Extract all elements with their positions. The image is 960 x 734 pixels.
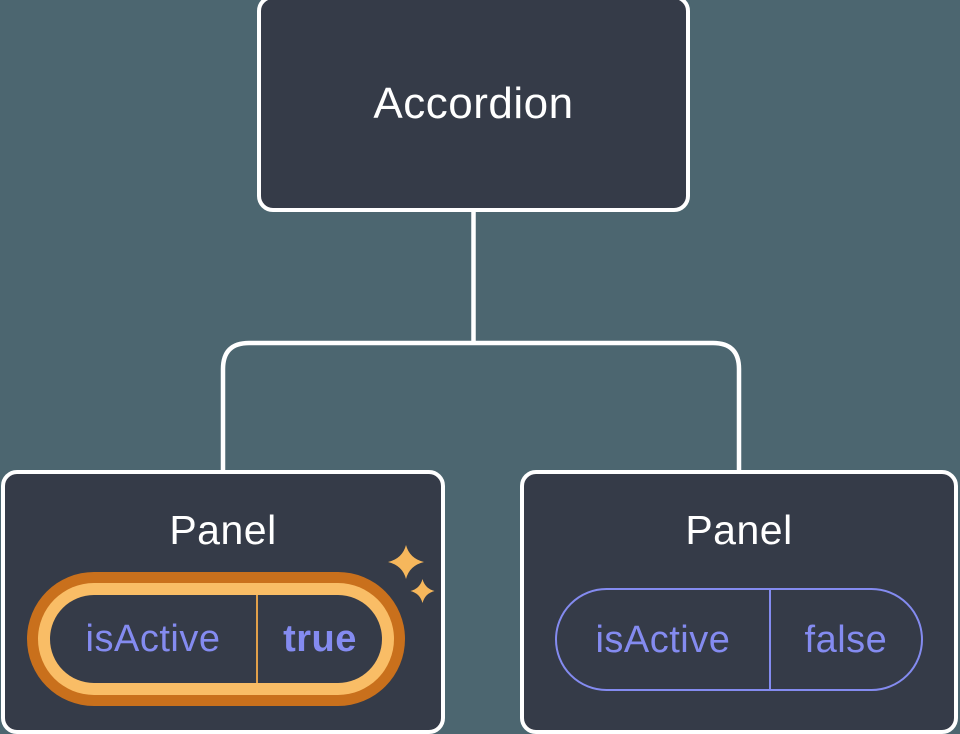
node-panel-active-label: Panel [169,507,277,553]
prop-name: isActive [595,618,731,661]
prop-pill-active-inner-ring: isActive true [38,583,394,695]
prop-pill-inactive: isActive false [555,588,923,691]
sparkle-small-icon [410,579,435,603]
prop-pill-divider [768,590,771,689]
prop-pill-active: isActive true [27,572,405,706]
prop-pill-inactive-core: isActive false [557,590,921,689]
sparkle-large-icon [388,545,424,579]
prop-name: isActive [85,618,221,660]
node-accordion-label: Accordion [373,78,574,128]
prop-pill-active-core: isActive true [50,595,382,683]
prop-pill-divider [256,595,258,683]
node-panel-active: Panel isActive true [1,470,445,734]
node-accordion: Accordion [257,0,690,212]
prop-value: true [283,618,357,660]
connector-branch [220,340,742,472]
node-panel-inactive-label: Panel [685,507,793,553]
node-panel-inactive: Panel isActive false [520,470,958,734]
sparkles-icon [388,545,435,603]
prop-value: false [804,618,888,661]
